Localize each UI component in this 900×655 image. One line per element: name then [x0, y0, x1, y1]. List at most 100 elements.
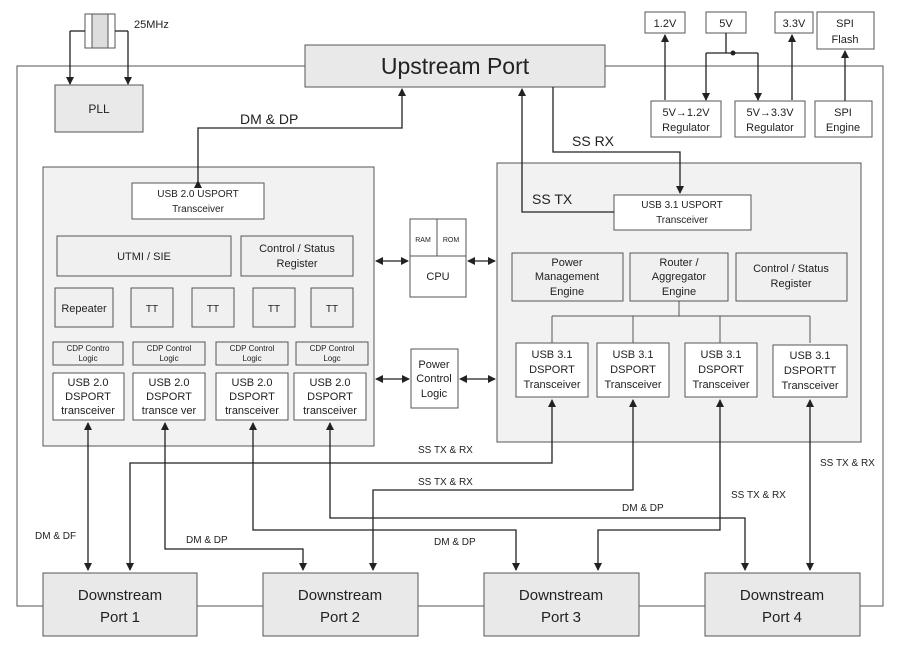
power-connections — [661, 33, 849, 107]
cdp-logic-3-line2: Logic — [242, 354, 261, 363]
usb3-control-line2: Register — [771, 278, 812, 290]
downstream-port-4-line1: Downstream — [740, 587, 824, 604]
router-fanout-lines — [551, 301, 811, 343]
dmdp-label-3: DM & DP — [622, 503, 664, 514]
upstream-port-label: Upstream Port — [381, 53, 530, 79]
repeater-block — [54, 287, 114, 328]
power-management-engine — [511, 252, 624, 302]
repeater-label: Repeater — [61, 303, 107, 315]
downstream-wiring — [84, 399, 814, 571]
downstream-port-3 — [483, 572, 640, 637]
spi-flash-line2: Flash — [832, 34, 859, 46]
downstream-port-3-line2: Port 3 — [541, 609, 581, 626]
cdp-logic-1 — [52, 341, 124, 366]
dmdp-upstream-label: DM & DP — [240, 111, 298, 127]
downstream-port-1-line1: Downstream — [78, 587, 162, 604]
usb2-dsport-3-line2: DSPORT — [229, 391, 275, 403]
downstream-port-1 — [42, 572, 198, 637]
cdp-logic-4-line2: Logc — [323, 354, 340, 363]
usb3-dsport-1 — [515, 342, 589, 398]
router-aggregator-engine — [629, 252, 729, 302]
downstream-port-3-line1: Downstream — [519, 587, 603, 604]
usb3-dsport-1-line3: Transceiver — [523, 379, 580, 391]
downstream-port-4-line2: Port 4 — [762, 609, 802, 626]
usb2-dsport-3-line3: transceiver — [225, 405, 279, 417]
sstx-label: SS TX — [532, 191, 573, 207]
pcl-line3: Logic — [421, 388, 448, 400]
tt-block-2 — [191, 287, 235, 328]
cdp-logic-2 — [132, 341, 206, 366]
usb2-usport-line1: USB 2.0 USPORT — [157, 189, 239, 200]
upstream-connections — [194, 87, 684, 213]
spi-engine-line2: Engine — [826, 122, 860, 134]
cdp-logic-3 — [215, 341, 289, 366]
usb3-dsport-1-line1: USB 3.1 — [532, 349, 573, 361]
clock-freq-label: 25MHz — [134, 19, 169, 31]
usb2-dsport-1 — [52, 372, 125, 421]
downstream-port-2 — [262, 572, 419, 637]
usb2-dsport-2-line1: USB 2.0 — [149, 377, 190, 389]
sstxrx-label-3: SS TX & RX — [731, 490, 786, 501]
pme-line1: Power — [551, 257, 583, 269]
cdp-logic-2-line1: CDP Control — [147, 344, 192, 353]
usb3-dsport-4 — [772, 344, 848, 398]
dmdp-label-1: DM & DP — [186, 535, 228, 546]
downstream-port-1-line2: Port 1 — [100, 609, 140, 626]
cdp-logic-2-line2: Logic — [159, 354, 178, 363]
pme-line2: Management — [535, 271, 599, 283]
usb2-dsport-1-line2: DSPORT — [65, 391, 111, 403]
usb3-dsport-4-line3: Transceiver — [781, 380, 838, 392]
usb2-dsport-1-line1: USB 2.0 — [68, 377, 109, 389]
regulator-3v3 — [734, 100, 806, 138]
tt-label-3: TT — [268, 304, 280, 315]
sstxrx-label-4: SS TX & RX — [820, 458, 875, 469]
rail-3v3-label: 3.3V — [783, 18, 806, 30]
usb2-dsport-2-line2: DSPORT — [146, 391, 192, 403]
cpu-block — [409, 218, 467, 298]
tt-label-2: TT — [207, 304, 219, 315]
tt-block-4 — [310, 287, 354, 328]
dmdf-label: DM & DF — [35, 531, 76, 542]
usb2-usport-line2: Transceiver — [172, 204, 225, 215]
router-line2: Aggregator — [652, 271, 707, 283]
tt-label-1: TT — [146, 304, 158, 315]
usb2-dsport-4-line3: transceiver — [303, 405, 357, 417]
downstream-port-2-line1: Downstream — [298, 587, 382, 604]
usb3-dsport-2 — [596, 342, 670, 398]
router-line3: Engine — [662, 286, 696, 298]
usb2-control-status-register — [240, 235, 354, 277]
pll-block — [54, 84, 144, 133]
usb2-dsport-3-line1: USB 2.0 — [232, 377, 273, 389]
sstxrx-label-2: SS TX & RX — [418, 477, 473, 488]
usb3-usport-line2: Transceiver — [656, 215, 709, 226]
usb3-dsport-2-line3: Transceiver — [604, 379, 661, 391]
pll-label: PLL — [88, 102, 110, 116]
usb3-dsport-2-line2: DSPORT — [610, 364, 656, 376]
usb2-dsport-4-line2: DSPORT — [307, 391, 353, 403]
utmi-sie-block — [56, 235, 232, 277]
regulator-3v3-line1: 5V→3.3V — [746, 107, 794, 119]
sstxrx-label-1: SS TX & RX — [418, 445, 473, 456]
usb3-control-status-register — [735, 252, 848, 302]
spi-flash-block — [816, 11, 875, 50]
regulator-1v2-line2: Regulator — [662, 122, 710, 134]
rail-1v2-label: 1.2V — [654, 18, 677, 30]
rail-5v-label: 5V — [719, 18, 733, 30]
ssrx-label: SS RX — [572, 133, 615, 149]
usb3-dsport-3 — [684, 342, 758, 398]
dmdp-label-2: DM & DP — [434, 537, 476, 548]
utmi-sie-label: UTMI / SIE — [117, 251, 171, 263]
usb3-dsport-3-line1: USB 3.1 — [701, 349, 742, 361]
spi-flash-line1: SPI — [836, 18, 854, 30]
router-line1: Router / — [659, 257, 699, 269]
cpu-bus-arrows — [375, 257, 496, 383]
usb3-dsport-4-line2: DSPORTT — [784, 365, 837, 377]
tt-block-1 — [130, 287, 174, 328]
spi-engine-line1: SPI — [834, 107, 852, 119]
usb2-dsport-4-line1: USB 2.0 — [310, 377, 351, 389]
spi-engine-block — [814, 100, 873, 138]
rail-3v3 — [774, 11, 814, 34]
usb2-dsport-2-line3: transce ver — [142, 405, 197, 417]
crystal-oscillator — [66, 13, 132, 85]
usb3-usport-line1: USB 3.1 USPORT — [641, 200, 723, 211]
